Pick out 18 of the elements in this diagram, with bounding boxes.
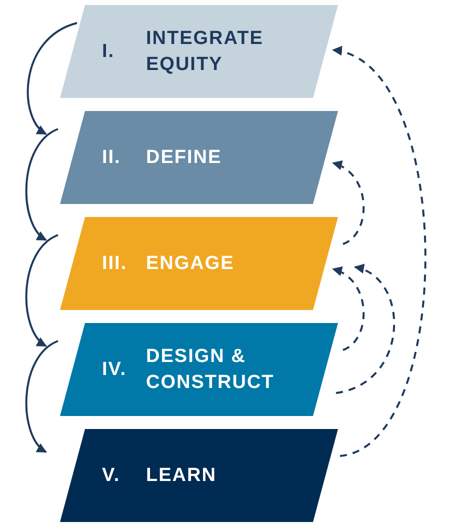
step-title: DEFINE xyxy=(146,146,223,170)
step-number: V. xyxy=(102,464,120,486)
step-number: I. xyxy=(102,40,115,62)
step-title: ENGAGE xyxy=(146,252,236,276)
step-number: IV. xyxy=(102,358,126,380)
curved-arrow xyxy=(26,22,78,135)
dashed-feedback-arrow xyxy=(332,48,426,457)
step-title: INTEGRATE EQUITY xyxy=(146,26,264,76)
step-number: III. xyxy=(102,252,128,274)
curved-arrow xyxy=(25,340,58,453)
step-number: II. xyxy=(102,146,121,168)
step-title: LEARN xyxy=(146,464,218,488)
curved-arrow xyxy=(25,234,58,347)
dashed-feedback-arrow xyxy=(336,265,395,394)
dashed-feedback-arrow xyxy=(332,268,364,351)
dashed-feedback-arrow xyxy=(332,162,364,245)
curved-arrow xyxy=(25,128,58,241)
step-title: DESIGN & CONSTRUCT xyxy=(146,344,276,394)
